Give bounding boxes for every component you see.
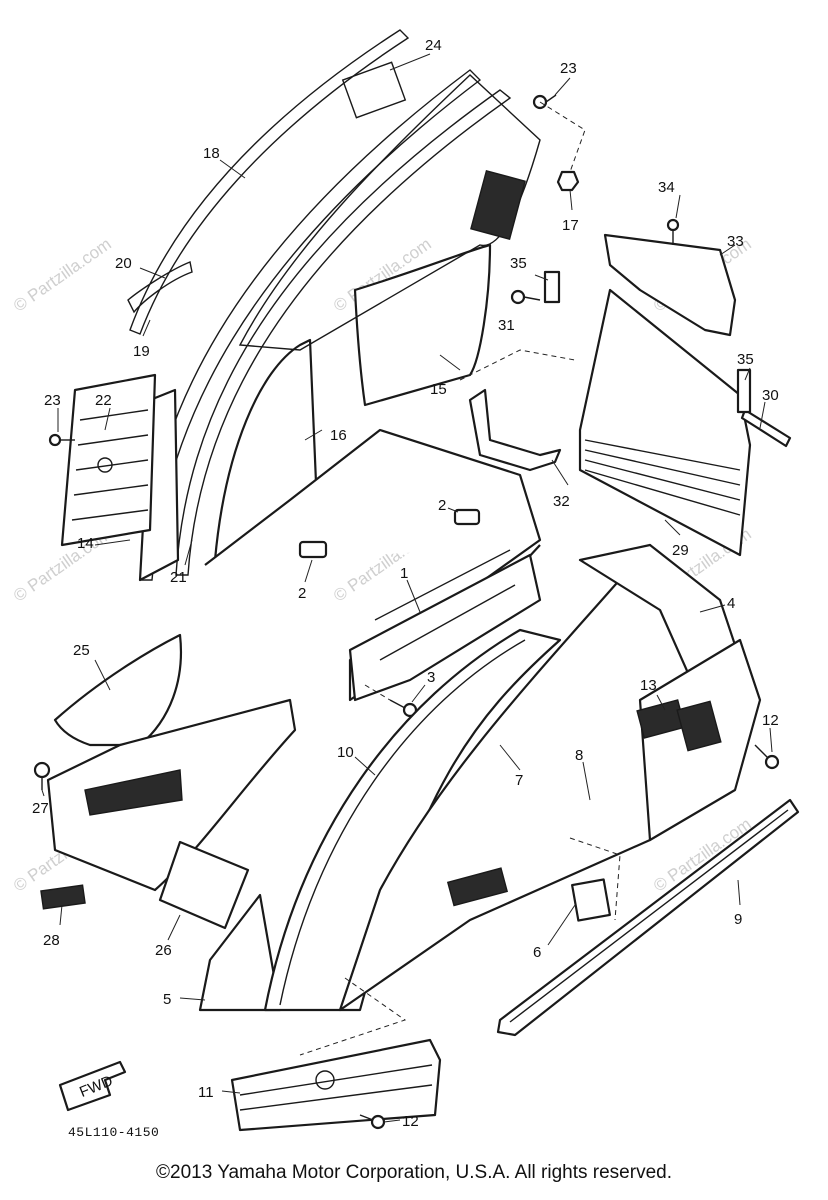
- callout-35: 35: [510, 255, 527, 272]
- callout-4: 4: [727, 595, 735, 612]
- part-17-nut: [556, 170, 580, 192]
- callout-31: 31: [498, 317, 515, 334]
- callout-8: 8: [575, 747, 583, 764]
- callout-20: 20: [115, 255, 132, 272]
- callout-24: 24: [425, 37, 442, 54]
- part-35-clip-right: [736, 368, 752, 414]
- part-lower-left-vent: [84, 769, 183, 816]
- callout-10: 10: [337, 744, 354, 761]
- part-23-bolt-right: [532, 94, 557, 110]
- part-26-plate: [158, 840, 250, 930]
- callout-12: 12: [402, 1113, 419, 1130]
- callout-2: 2: [298, 585, 306, 602]
- callout-1: 1: [400, 565, 408, 582]
- callout-15: 15: [430, 381, 447, 398]
- part-27-screw: [33, 761, 51, 790]
- part-12-screw-right: [754, 744, 780, 770]
- copyright-notice: ©2013 Yamaha Motor Corporation, U.S.A. A…: [156, 1162, 672, 1183]
- callout-35: 35: [737, 351, 754, 368]
- part-5-panel: [198, 893, 282, 1012]
- part-35-clip-left: [543, 270, 561, 304]
- callout-33: 33: [727, 233, 744, 250]
- callout-9: 9: [734, 911, 742, 928]
- part-2-pad-a: [453, 508, 481, 526]
- callout-34: 34: [658, 179, 675, 196]
- part-6-pad: [571, 878, 611, 922]
- part-24-plate: [341, 61, 407, 119]
- callout-18: 18: [203, 145, 220, 162]
- part-32-bracket: [468, 388, 562, 472]
- callout-26: 26: [155, 942, 172, 959]
- callout-30: 30: [762, 387, 779, 404]
- callout-3: 3: [427, 669, 435, 686]
- callout-21: 21: [170, 569, 187, 586]
- part-25-cover: [53, 633, 182, 747]
- part-23-bolt-left: [48, 433, 75, 447]
- callout-19: 19: [133, 343, 150, 360]
- callout-22: 22: [95, 392, 112, 409]
- part-13-vent: [676, 700, 722, 752]
- callout-27: 27: [32, 800, 49, 817]
- callout-6: 6: [533, 944, 541, 961]
- part-29-panel: [578, 288, 752, 557]
- part-31-screw: [510, 289, 541, 305]
- part-21-rail: [175, 89, 512, 576]
- callout-23: 23: [560, 60, 577, 77]
- part-18-strip: [129, 29, 410, 335]
- part-lower-vent: [446, 867, 509, 907]
- part-1-lower-bracket: [348, 553, 542, 702]
- part-22-vent: [60, 373, 157, 547]
- part-33-box: [603, 233, 737, 337]
- callout-11: 11: [198, 1084, 214, 1101]
- callout-13: 13: [640, 677, 657, 694]
- part-28-emblem: [40, 884, 86, 910]
- callout-12: 12: [762, 712, 779, 729]
- callout-16: 16: [330, 427, 347, 444]
- part-11-trim: [230, 1038, 442, 1132]
- part-2-pad-b: [298, 540, 328, 559]
- part-upper-frame: [238, 74, 541, 351]
- callout-23: 23: [44, 392, 61, 409]
- part-30-strip: [740, 408, 792, 448]
- callout-32: 32: [553, 493, 570, 510]
- drawing-code: 45L110-4150: [68, 1125, 160, 1140]
- callout-25: 25: [73, 642, 90, 659]
- callout-14: 14: [77, 535, 94, 552]
- callout-5: 5: [163, 991, 171, 1008]
- callout-28: 28: [43, 932, 60, 949]
- callout-17: 17: [562, 217, 579, 234]
- part-3-screw: [389, 699, 418, 718]
- callout-7: 7: [515, 772, 523, 789]
- callout-29: 29: [672, 542, 689, 559]
- part-upper-vents: [470, 169, 526, 241]
- part-34-screw: [666, 218, 680, 245]
- part-20-strip: [127, 261, 193, 314]
- fwd-arrow-icon: FWD: [58, 1060, 127, 1112]
- callout-2: 2: [438, 497, 446, 514]
- part-15-board: [353, 243, 492, 407]
- part-19-rail: [139, 69, 482, 581]
